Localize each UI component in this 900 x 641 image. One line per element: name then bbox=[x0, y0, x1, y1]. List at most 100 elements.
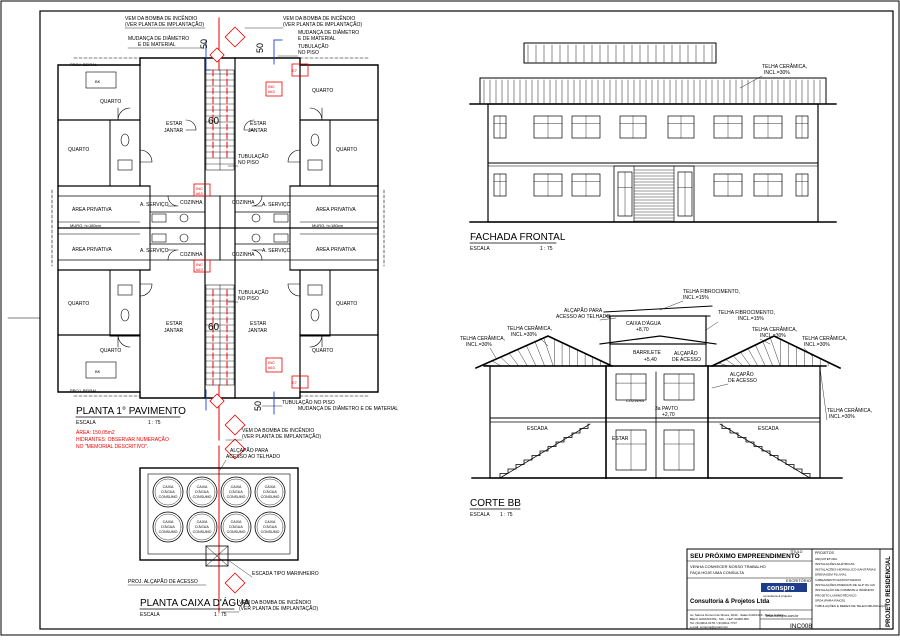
eave-label: PROJ. BEIRAL bbox=[70, 62, 98, 67]
project-discipline: CABEAMENTO ESTRUTURADO bbox=[815, 578, 862, 582]
svg-text:DE ACESSO: DE ACESSO bbox=[728, 378, 757, 384]
svg-text:E DE MATERIAL: E DE MATERIAL bbox=[138, 42, 176, 48]
section-stair-right-slab bbox=[719, 423, 811, 479]
svg-text:VEM DA BOMBA DE INCÊNDIO: VEM DA BOMBA DE INCÊNDIO bbox=[239, 598, 311, 606]
svg-text:TUBULAÇÃO NO PISO: TUBULAÇÃO NO PISO bbox=[282, 399, 335, 406]
water-tank-label: CONSUMO bbox=[193, 495, 212, 499]
roof-truss-member bbox=[517, 349, 528, 367]
wall-label: MURO, h=180cm bbox=[70, 223, 102, 228]
water-tank-label: CONSUMO bbox=[159, 495, 178, 499]
hydrant-box bbox=[193, 259, 211, 273]
hydrant-note: NO "MEMORIAL DESCRITIVO". bbox=[76, 444, 148, 450]
svg-text:3a PAVTO: 3a PAVTO bbox=[655, 406, 678, 412]
roof-truss-member bbox=[534, 341, 545, 367]
svg-text:E7: E7 bbox=[292, 68, 298, 73]
plan-leaders bbox=[124, 27, 299, 441]
roof-truss-member bbox=[543, 337, 554, 367]
svg-text:Av. Santos Dumont de Moura, 40: Av. Santos Dumont de Moura, 4040 - Salas… bbox=[690, 613, 785, 617]
svg-text:NO PISO: NO PISO bbox=[298, 50, 319, 56]
svg-text:VENHA CONHECER NOSSO TRABALHO: VENHA CONHECER NOSSO TRABALHO bbox=[690, 564, 766, 569]
svg-text:INC: INC bbox=[268, 84, 275, 89]
water-tank-label: D'ÁGUA bbox=[229, 490, 243, 494]
room-label: COZINHA bbox=[180, 252, 203, 258]
roof-truss-member bbox=[770, 337, 781, 367]
roof-truss-member bbox=[725, 359, 736, 367]
water-tanks: CAIXAD'ÁGUACONSUMOCAIXAD'ÁGUACONSUMOCAIX… bbox=[152, 476, 286, 543]
room-label: JANTAR bbox=[248, 328, 267, 334]
svg-text:FAÇA HOJE UMA CONSULTA: FAÇA HOJE UMA CONSULTA bbox=[690, 570, 744, 575]
water-tank-label: CAIXA bbox=[197, 520, 208, 524]
pipe-diamonds bbox=[209, 26, 246, 594]
room-label: COZINHA bbox=[232, 200, 255, 206]
facade-title: FACHADA FRONTAL bbox=[470, 232, 566, 243]
water-tank-inner bbox=[154, 513, 182, 541]
hydrant-note: HIDRANTES: OBSERVAR NUMERAÇÃO bbox=[76, 436, 169, 443]
sheet-inner-border bbox=[39, 10, 894, 630]
project-discipline: SPDA (PARA-RAIOS) bbox=[815, 599, 845, 603]
room-label: A. SERVIÇO bbox=[140, 202, 169, 208]
svg-text:ACESSO AO TELHADO: ACESSO AO TELHADO bbox=[556, 314, 610, 320]
room-label: ESTAR bbox=[250, 121, 267, 127]
facade-windows bbox=[493, 115, 809, 217]
room-label: QUARTO bbox=[336, 301, 357, 307]
water-tank bbox=[220, 511, 252, 543]
svg-text:INCL.=30%: INCL.=30% bbox=[466, 342, 492, 348]
svg-text:#63: #63 bbox=[196, 191, 203, 196]
room-label: JANTAR bbox=[164, 128, 183, 134]
project-discipline: INSTALAÇÕES ELÉTRICAS bbox=[815, 561, 854, 566]
svg-text:(VER PLANTA DE IMPLANTAÇÃO): (VER PLANTA DE IMPLANTAÇÃO) bbox=[242, 433, 321, 440]
room-label: COZINHA bbox=[232, 252, 255, 258]
svg-text:INCL.=30%: INCL.=30% bbox=[764, 70, 790, 76]
svg-text:VEM DA BOMBA DE INCÊNDIO: VEM DA BOMBA DE INCÊNDIO bbox=[283, 14, 355, 22]
section-stair-left bbox=[491, 423, 589, 479]
company-logo-text: conspro bbox=[767, 585, 795, 592]
water-tank-inner bbox=[222, 478, 250, 506]
water-tank-label: CONSUMO bbox=[261, 530, 280, 534]
room-label: QUARTO bbox=[336, 147, 357, 153]
roof-truss-member bbox=[508, 352, 520, 367]
svg-text:ESCADA: ESCADA bbox=[527, 426, 548, 432]
water-tank bbox=[254, 511, 286, 543]
svg-text:ALÇAPÃO PARA: ALÇAPÃO PARA bbox=[564, 307, 603, 314]
water-tank-label: CONSUMO bbox=[227, 530, 246, 534]
front-facade bbox=[469, 42, 837, 223]
roof-truss-member bbox=[747, 348, 759, 367]
plan-doors bbox=[117, 107, 323, 348]
title-block bbox=[686, 548, 894, 630]
company-logo bbox=[761, 583, 807, 592]
room-label: ESTAR bbox=[250, 321, 267, 327]
wall-label: MURO, h=180cm bbox=[312, 223, 344, 228]
svg-text:MUDANÇA DE DIÂMETRO: MUDANÇA DE DIÂMETRO bbox=[128, 35, 189, 42]
room-label: QUARTO bbox=[312, 88, 333, 94]
svg-text:TUBULAÇÃO: TUBULAÇÃO bbox=[298, 43, 329, 50]
facade-title-block: FACHADA FRONTAL ESCALA 1 : 75 bbox=[469, 232, 566, 252]
section-windows bbox=[615, 373, 695, 471]
room-label: QUARTO bbox=[68, 301, 89, 307]
room-label: ÁREA PRIVATIVA bbox=[316, 206, 356, 213]
svg-text:VEM DA BOMBA DE INCÊNDIO: VEM DA BOMBA DE INCÊNDIO bbox=[242, 426, 314, 434]
room-label: A. SERVIÇO bbox=[262, 248, 291, 254]
project-name: SEU PRÓXIMO EMPREENDIMENTO bbox=[690, 551, 800, 560]
svg-text:ESTAR: ESTAR bbox=[612, 436, 629, 442]
project-discipline: TUBULAÇÕES E REDES DE TELECOMUNICAÇÃO bbox=[815, 603, 888, 608]
svg-text:50: 50 bbox=[199, 39, 209, 49]
svg-text:(VER PLANTA DE IMPLANTAÇÃO): (VER PLANTA DE IMPLANTAÇÃO) bbox=[283, 21, 362, 28]
svg-text:TELHA CERÂMICA,: TELHA CERÂMICA, bbox=[752, 326, 797, 333]
plan-stair-treads bbox=[205, 73, 235, 380]
room-label: ÁREA PRIVATIVA bbox=[316, 246, 356, 253]
roof-truss-member bbox=[500, 356, 511, 367]
room-label: JANTAR bbox=[164, 328, 183, 334]
svg-text:(VER PLANTA DE IMPLANTAÇÃO): (VER PLANTA DE IMPLANTAÇÃO) bbox=[125, 21, 204, 28]
water-tank-label: D'ÁGUA bbox=[161, 525, 175, 529]
svg-text:INC: INC bbox=[196, 262, 203, 267]
water-tank-label: CAIXA bbox=[163, 485, 174, 489]
water-tank-label: D'ÁGUA bbox=[161, 490, 175, 494]
sheet-code: INC008 bbox=[790, 623, 812, 630]
room-label: A. SERVIÇO bbox=[262, 202, 291, 208]
plan-title-block: PLANTA 1° PAVIMENTO ESCALA 1 : 75 ÁREA: … bbox=[75, 406, 186, 450]
water-tank-label: CAIXA bbox=[231, 520, 242, 524]
svg-text:ALÇAPÃO PARA: ALÇAPÃO PARA bbox=[230, 447, 269, 454]
water-tank-label: CONSUMO bbox=[227, 495, 246, 499]
tank-leaders bbox=[127, 459, 253, 613]
